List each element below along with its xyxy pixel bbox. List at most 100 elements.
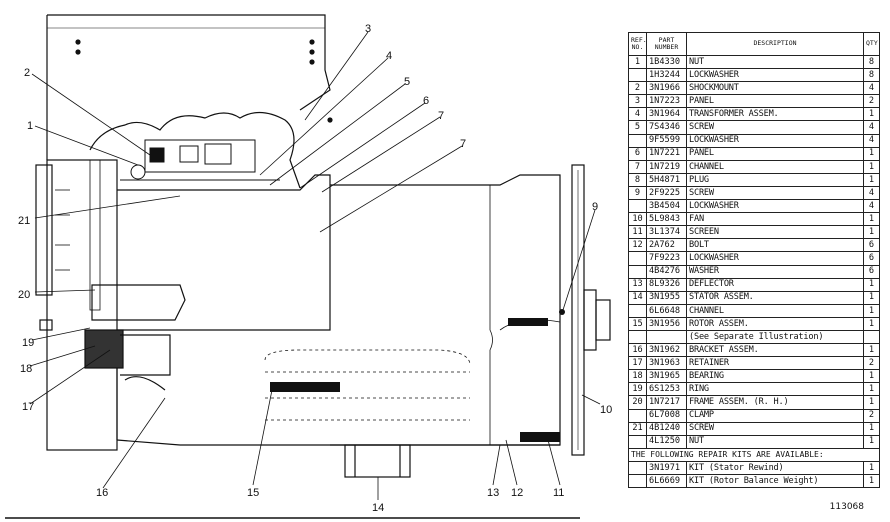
callout-13: 13 bbox=[487, 487, 499, 499]
table-row: (See Separate Illustration) bbox=[628, 329, 880, 345]
cell-desc: LOCKWASHER bbox=[686, 199, 864, 214]
cell-qty: 1 bbox=[863, 212, 880, 227]
cell-part: 6L6648 bbox=[646, 303, 687, 318]
left-frame bbox=[46, 159, 118, 451]
bearing-bracket bbox=[39, 284, 186, 391]
cell-part: 5L9843 bbox=[646, 212, 687, 227]
cell-qty: 2 bbox=[863, 94, 880, 109]
cell-qty: 1 bbox=[863, 146, 880, 161]
cell-part: 6L7008 bbox=[646, 408, 687, 423]
cell-part: 3N1963 bbox=[646, 356, 687, 371]
cell-ref: 10 bbox=[628, 212, 647, 227]
callout-6: 6 bbox=[423, 95, 429, 107]
cell-part: 3N1955 bbox=[646, 290, 687, 305]
cell-part: 3B4504 bbox=[646, 199, 687, 214]
header-ref: REF. NO. bbox=[628, 32, 647, 56]
exploded-view-drawing: 1 2 3 4 5 6 7 7 9 10 11 12 13 14 15 16 1… bbox=[5, 14, 612, 519]
callout-18: 18 bbox=[20, 363, 32, 375]
cell-qty: 1 bbox=[863, 107, 880, 122]
cell-desc: PANEL bbox=[686, 94, 864, 109]
cell-part: 1N7217 bbox=[646, 395, 687, 410]
cell-ref bbox=[628, 264, 647, 279]
cell-part: 9F5599 bbox=[646, 133, 687, 148]
cell-desc: (See Separate Illustration) bbox=[686, 329, 864, 345]
cell-desc: WASHER bbox=[686, 264, 864, 279]
cell-part: 1H3244 bbox=[646, 68, 687, 83]
cell-qty: 1 bbox=[863, 395, 880, 410]
leader-lines bbox=[29, 31, 601, 500]
cell-qty: 6 bbox=[863, 238, 880, 253]
kit-cell-desc: KIT (Stator Rewind) bbox=[686, 460, 864, 476]
cell-ref bbox=[628, 68, 647, 83]
cell-qty: 1 bbox=[863, 172, 880, 187]
repair-kits-note-text: THE FOLLOWING REPAIR KITS ARE AVAILABLE: bbox=[628, 447, 880, 462]
cell-qty: 1 bbox=[863, 421, 880, 436]
cell-ref: 7 bbox=[628, 159, 647, 174]
callout-4: 4 bbox=[386, 50, 392, 62]
cell-ref: 9 bbox=[628, 185, 647, 201]
cell-qty: 1 bbox=[863, 277, 880, 292]
cell-qty: 1 bbox=[863, 343, 880, 358]
kit-cell-part: 6L6669 bbox=[646, 473, 687, 489]
cell-desc: BEARING bbox=[686, 369, 864, 384]
cell-part: 7S4346 bbox=[646, 120, 687, 135]
cell-part: 2A762 bbox=[646, 238, 687, 253]
cell-ref: 8 bbox=[628, 172, 647, 187]
cell-qty: 2 bbox=[863, 408, 880, 423]
cell-ref: 1 bbox=[628, 54, 647, 70]
cell-part bbox=[646, 329, 687, 345]
cell-qty: 4 bbox=[863, 81, 880, 96]
cell-part: 4B1240 bbox=[646, 421, 687, 436]
cell-desc: PANEL bbox=[686, 146, 864, 161]
kit-cell-desc: KIT (Rotor Balance Weight) bbox=[686, 473, 864, 489]
cell-part: 3N1962 bbox=[646, 343, 687, 358]
cell-part: 3N1964 bbox=[646, 107, 687, 122]
cell-desc: RING bbox=[686, 382, 864, 397]
cell-desc: TRANSFORMER ASSEM. bbox=[686, 107, 864, 122]
callout-20: 20 bbox=[18, 289, 30, 301]
callout-15: 15 bbox=[247, 487, 259, 499]
cell-desc: BOLT bbox=[686, 238, 864, 253]
cell-desc: SCREW bbox=[686, 185, 864, 201]
cell-ref: 4 bbox=[628, 107, 647, 122]
cell-desc: ROTOR ASSEM. bbox=[686, 316, 864, 331]
header-description: DESCRIPTION bbox=[686, 32, 864, 56]
callout-12: 12 bbox=[511, 487, 523, 499]
cell-desc: FAN bbox=[686, 212, 864, 227]
callout-11: 11 bbox=[553, 487, 564, 499]
cell-qty: 4 bbox=[863, 120, 880, 135]
cell-part: 3L1374 bbox=[646, 225, 687, 240]
callout-7b: 7 bbox=[460, 138, 466, 150]
repair-kits-note: THE FOLLOWING REPAIR KITS ARE AVAILABLE: bbox=[628, 447, 880, 462]
cell-desc: DEFLECTOR bbox=[686, 277, 864, 292]
cell-qty: 1 bbox=[863, 369, 880, 384]
top-panel bbox=[47, 14, 331, 111]
cell-ref bbox=[628, 329, 647, 345]
callout-17: 17 bbox=[22, 401, 34, 413]
kit-cell-qty: 1 bbox=[863, 460, 880, 476]
cell-part: 3N1966 bbox=[646, 81, 687, 96]
